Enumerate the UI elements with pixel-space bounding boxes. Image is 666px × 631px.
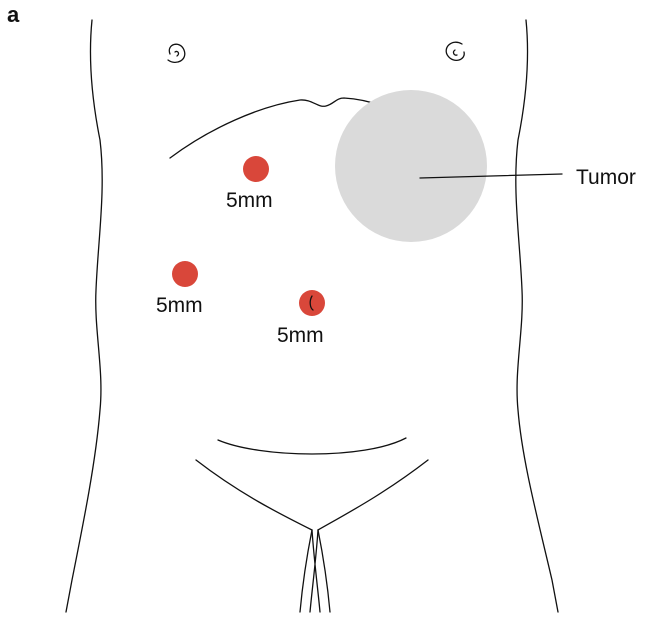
port-left <box>172 261 198 287</box>
port-umbilical-label: 5mm <box>277 324 324 347</box>
right-torso-outline <box>516 20 558 612</box>
tumor-label: Tumor <box>576 166 636 189</box>
left-torso-outline <box>66 20 102 612</box>
left-nipple-icon <box>168 44 185 62</box>
left-groin-line <box>196 460 312 530</box>
lower-abdomen-curve <box>218 438 406 454</box>
port-umbilical <box>299 290 325 316</box>
right-nipple-icon <box>446 42 464 60</box>
right-thigh-inner <box>318 530 330 612</box>
left-thigh-inner <box>300 530 312 612</box>
panel-label: a <box>7 4 19 26</box>
port-left-label: 5mm <box>156 294 203 317</box>
port-upper <box>243 156 269 182</box>
tumor-mass <box>335 90 487 242</box>
crotch-line <box>310 530 320 612</box>
right-groin-line <box>318 460 428 530</box>
port-upper-label: 5mm <box>226 189 273 212</box>
